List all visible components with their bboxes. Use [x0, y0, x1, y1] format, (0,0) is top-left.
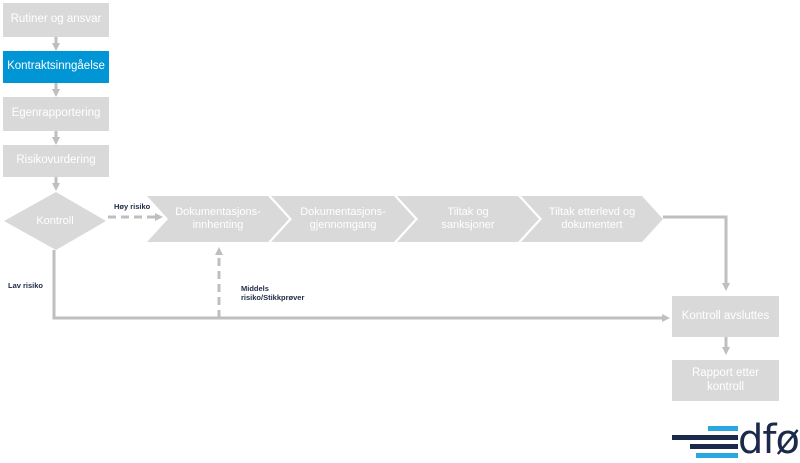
dfo-logo-mark: [672, 426, 738, 458]
box-egen-label: Egenrapportering: [11, 107, 101, 120]
box-rutiner-label: Rutiner og ansvar: [10, 13, 102, 26]
label-middels-risiko: Middels risiko/Stikkprøver: [241, 284, 304, 303]
label-middels-line2: risiko/Stikkprøver: [241, 293, 305, 303]
dfo-logo: dfø: [672, 417, 800, 463]
chevron-label-1: Dokumentasjons- innhenting: [175, 206, 261, 231]
box-rutiner-og-ansvar: Rutiner og ansvar: [3, 3, 109, 37]
arrow-lav-risiko: [52, 250, 670, 322]
kontroll-diamond-label: Kontroll: [36, 214, 74, 227]
box-rapport-etter-kontroll: Rapport etter kontroll: [672, 360, 779, 401]
kontroll-diamond: [4, 192, 106, 250]
label-hoy-risiko: Høy risiko: [114, 202, 151, 211]
chevron-tiltak-etterlevd: [521, 196, 663, 242]
chevron-label-3: Tiltak og sanksjoner: [441, 206, 495, 231]
label-middels-line1: Middels: [241, 284, 269, 293]
box-risikovurdering: Risikovurdering: [3, 145, 109, 177]
box-risiko-label: Risikovurdering: [16, 154, 96, 167]
dfo-logo-text: dfø: [738, 417, 800, 463]
chevron-label-2: Dokumentasjons- gjennomgang: [300, 206, 386, 231]
label-lav-risiko: Lav risiko: [8, 281, 44, 290]
chevron-tiltak-og-sanksjoner: [397, 196, 539, 242]
chevron-label-4: Tiltak etterlevd og dokumentert: [548, 206, 636, 231]
chevron-dokumentasjonsgjennomgang: [271, 196, 415, 242]
box-kontrakt-label: Kontraktsinngåelse: [7, 60, 105, 73]
box-egenrapportering: Egenrapportering: [3, 97, 109, 131]
chevron-dokumentasjonsinnhenting: [147, 196, 289, 242]
box-kontraktsinngaaelse: Kontraktsinngåelse: [3, 51, 109, 83]
box-kontroll-avsluttes: Kontroll avsluttes: [672, 296, 779, 337]
arrow-tiltak-to-avsluttes: [663, 215, 730, 291]
box-avsluttes-label: Kontroll avsluttes: [681, 309, 770, 322]
